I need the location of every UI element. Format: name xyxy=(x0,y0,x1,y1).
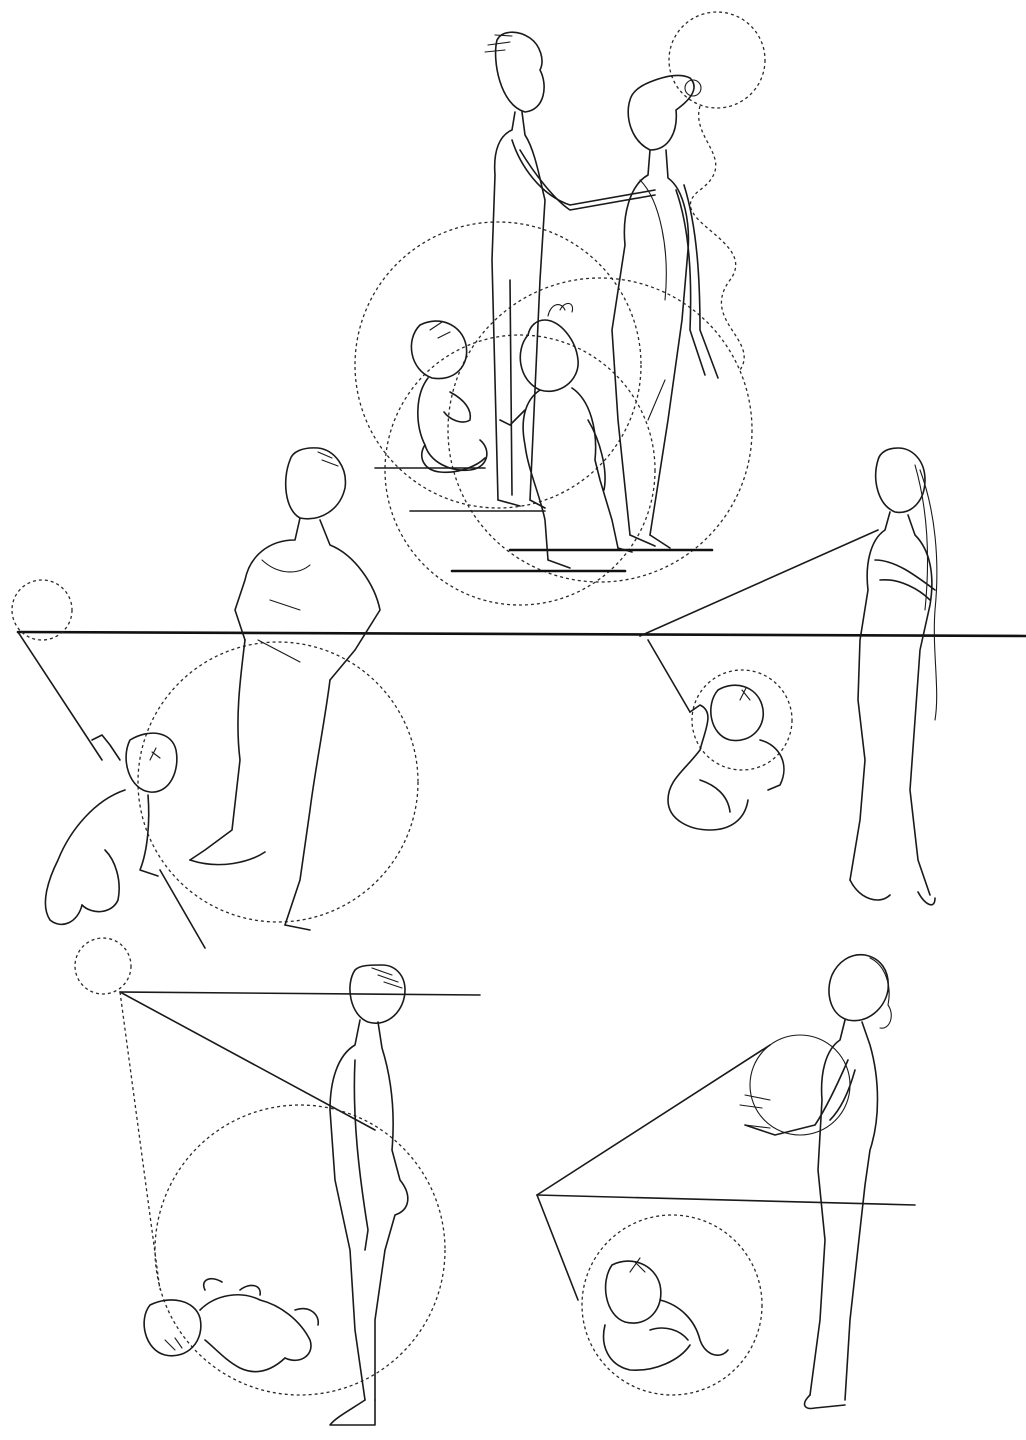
held-space-circle xyxy=(750,1035,850,1135)
sight-line xyxy=(160,870,205,948)
scene-man-with-lying-infant xyxy=(75,938,480,1425)
figure-infant-curled xyxy=(668,685,784,830)
sight-line xyxy=(640,530,878,636)
scene-parents-with-children xyxy=(355,12,765,605)
scene-man-with-crawling-infant xyxy=(12,448,418,948)
sight-line-dotted xyxy=(120,992,160,1290)
sight-line xyxy=(18,632,102,760)
sight-line xyxy=(648,640,690,712)
sight-line xyxy=(537,1045,770,1195)
figure-woman-profile xyxy=(740,955,891,1409)
figure-infant-lying xyxy=(144,1279,318,1372)
figure-woman-long-hair xyxy=(850,448,937,905)
thought-circle-small xyxy=(75,938,131,994)
thought-circle-small xyxy=(669,12,765,108)
personal-space-circle xyxy=(138,642,418,922)
scene-woman-with-curled-infant xyxy=(640,448,937,905)
figure-infant-in-circle xyxy=(604,1258,728,1370)
sight-line xyxy=(537,1195,915,1205)
figure-woman-standing xyxy=(612,75,718,548)
figure-man-profile xyxy=(330,965,408,1425)
figure-infant-crawling xyxy=(45,733,176,924)
thought-trail-dotted xyxy=(690,106,744,370)
figure-man-hands-on-hips xyxy=(190,448,380,930)
scene-woman-with-infant-in-circle xyxy=(537,955,915,1409)
personal-space-circle-large xyxy=(355,222,641,508)
sight-line xyxy=(537,1195,578,1300)
sight-line xyxy=(120,992,480,995)
horizon-line xyxy=(18,632,1026,636)
personal-space-circle xyxy=(155,1105,445,1395)
